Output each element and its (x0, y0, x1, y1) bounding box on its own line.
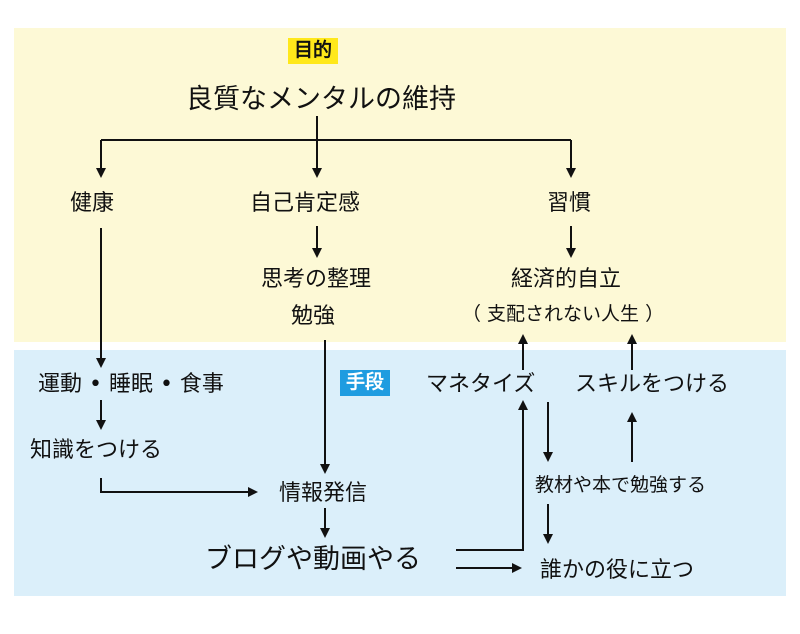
knowledge: 知識をつける (30, 438, 163, 463)
pillar-habit: 習慣 (547, 191, 592, 216)
self-esteem-sub-2: 勉強 (291, 304, 336, 329)
output: 情報発信 (279, 481, 368, 506)
goal-panel (14, 28, 786, 342)
media: ブログや動画やる (205, 544, 421, 575)
arrow-media-monetize (456, 400, 528, 551)
goal-title: 良質なメンタルの維持 (186, 84, 456, 115)
skill: スキルをつける (575, 372, 730, 397)
goal-tag: 目的 (288, 38, 339, 64)
pillar-health: 健康 (70, 191, 115, 216)
habit-sub-1: 経済的自立 (511, 267, 622, 292)
monetize: マネタイズ (426, 372, 536, 397)
arrow-knowledge-output (100, 478, 258, 497)
means-panel (14, 350, 786, 596)
health-action: 運動 • 睡眠 • 食事 (38, 372, 224, 397)
help: 誰かの役に立つ (540, 558, 695, 583)
self-esteem-sub-1: 思考の整理 (261, 267, 372, 292)
habit-sub-2: （ 支配されない人生 ） (462, 303, 665, 325)
study: 教材や本で勉強する (535, 474, 707, 496)
pillar-self-esteem: 自己肯定感 (250, 191, 361, 216)
means-tag: 手段 (340, 370, 391, 396)
